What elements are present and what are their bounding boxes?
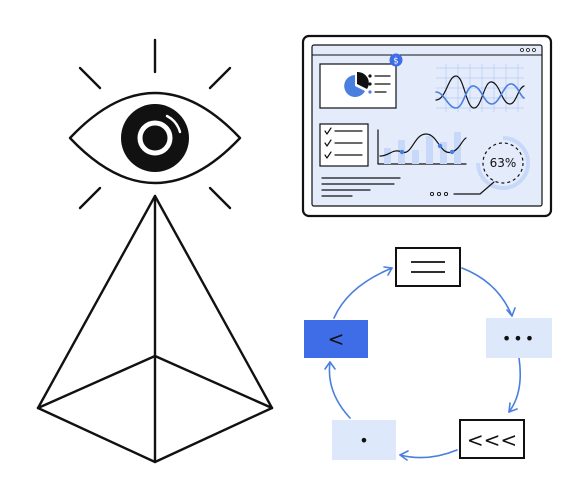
- combo-bar-4: [426, 136, 433, 164]
- combo-line: [379, 133, 467, 157]
- cycle-node-dot: •: [332, 420, 396, 460]
- eye-outline: [68, 92, 242, 184]
- eye-ray-bottom-left: [78, 186, 102, 210]
- more-box: [486, 318, 552, 358]
- pie-slice-small: [357, 71, 369, 89]
- footer-dot-1: [429, 191, 435, 197]
- cycle-arrowhead-3: [399, 450, 409, 461]
- gauge-percent-label: 63%: [490, 156, 517, 170]
- cycle-node-back: <: [304, 320, 368, 358]
- document-box: [395, 247, 461, 287]
- combo-point-2: [437, 143, 443, 149]
- text-block: [321, 177, 401, 197]
- pie-card: [319, 63, 397, 109]
- eye-icon: [68, 38, 242, 210]
- wave-series-blue: [435, 83, 525, 109]
- pie-slice-large: [344, 75, 365, 97]
- cycle-arrowhead-1: [506, 307, 516, 317]
- legend-bullet-2: [368, 82, 372, 86]
- pyramid-back-edges: [36, 354, 274, 410]
- cycle-arrow-3: [399, 449, 458, 459]
- legend-bullet-3: [368, 90, 372, 94]
- cycle-node-more: •••: [486, 318, 552, 358]
- dot-icon: •: [359, 431, 368, 450]
- dollar-sign-glyph: $: [393, 57, 398, 67]
- cycle-node-rewind: <<<: [459, 419, 525, 459]
- window-dot-3: [532, 48, 536, 52]
- eye-iris: [121, 104, 189, 172]
- eye-highlight: [165, 114, 182, 134]
- cycle-arrowhead-4: [324, 361, 336, 370]
- chevron-left-icon: <: [328, 327, 345, 351]
- dashboard-window: $: [301, 34, 553, 218]
- combo-point-1: [399, 149, 405, 155]
- checklist-card: [319, 123, 369, 167]
- check-icon-1: [324, 127, 332, 135]
- cycle-arrow-2: [508, 357, 522, 413]
- eye-ray-bottom-right: [208, 186, 232, 210]
- combo-chart-axes: [377, 129, 467, 165]
- check-icon-2: [324, 139, 332, 147]
- footer-callout-line: [453, 181, 495, 195]
- eye-ray-top-right: [208, 66, 232, 90]
- combo-chart: [377, 129, 467, 165]
- footer-dot-2: [436, 191, 442, 197]
- cycle-node-document: [395, 247, 461, 287]
- cycle-diagram: ••• <<< • <: [304, 247, 552, 461]
- rewind-box: [459, 419, 525, 459]
- cycle-arrow-5: [333, 267, 393, 319]
- gauge-track: [482, 142, 524, 184]
- gauge-arc: [476, 136, 530, 190]
- more-icon: •••: [502, 329, 536, 348]
- combo-bar-3: [412, 150, 419, 164]
- combo-bar-5: [440, 142, 447, 164]
- eye-pupil-ring: [137, 120, 173, 156]
- dot-box: [332, 420, 396, 460]
- cycle-arrow-1: [461, 267, 513, 317]
- window-dot-1: [520, 48, 524, 52]
- cycle-arrow-4: [328, 361, 351, 419]
- check-icon-3: [324, 151, 332, 159]
- cycle-arrowhead-5: [383, 266, 393, 276]
- legend-bullet-1: [368, 74, 372, 78]
- dollar-badge-icon: [389, 53, 403, 67]
- back-box: [304, 320, 368, 358]
- rewind-icon: <<<: [467, 428, 517, 452]
- wave-chart: [435, 64, 525, 112]
- window-dot-2: [526, 48, 530, 52]
- eye-ray-top-left: [78, 66, 102, 90]
- cycle-arrowhead-2: [508, 402, 518, 413]
- pyramid-icon: [36, 194, 274, 464]
- footer-dot-3: [443, 191, 449, 197]
- combo-bar-1: [384, 148, 391, 164]
- combo-point-3: [449, 149, 455, 155]
- gauge: 63%: [476, 136, 530, 190]
